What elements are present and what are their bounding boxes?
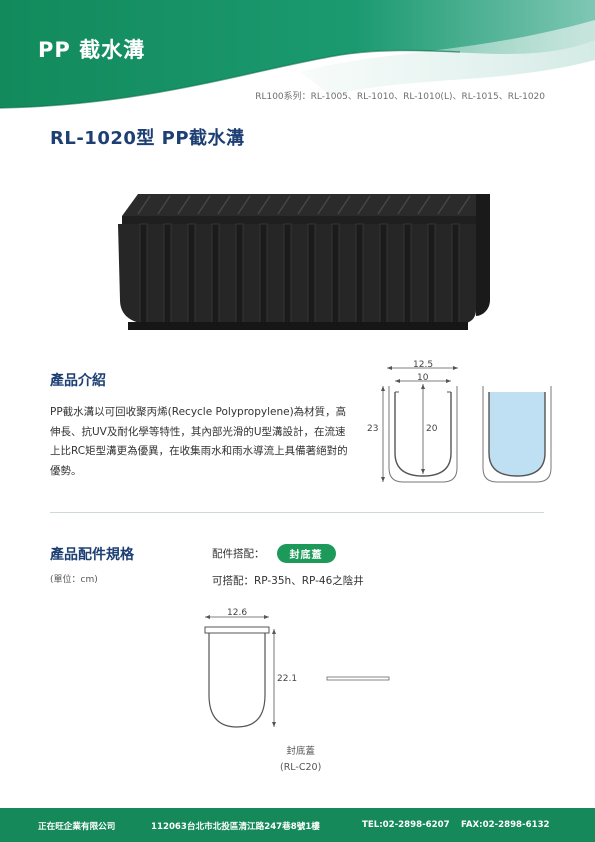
fit-badge: 封底蓋 <box>276 544 336 563</box>
product-image <box>118 194 490 330</box>
footer-company: 正在旺企業有限公司 <box>38 822 116 832</box>
spec-heading: 產品配件規格 <box>50 547 134 563</box>
cross-section-diagram: 12.5 10 23 20 <box>365 358 560 488</box>
cover-diagram: 12.6 22.1 <box>195 605 395 745</box>
footer-fax: FAX:02-2898-6132 <box>461 820 550 830</box>
footer-tel: TEL:02-2898-6207 <box>362 820 450 830</box>
cover-width: 12.6 <box>227 608 248 618</box>
unit-note: (單位：cm) <box>50 575 98 585</box>
intro-heading: 產品介紹 <box>50 373 106 389</box>
section-divider <box>50 512 544 513</box>
product-title: RL-1020型 PP截水溝 <box>50 128 245 149</box>
fit-label: 配件搭配： <box>212 548 265 560</box>
dim-inner-width: 10 <box>417 373 429 383</box>
footer-address: 112063台北市北投區清江路247巷8號1樓 <box>151 822 320 832</box>
dim-inner-height: 20 <box>426 424 438 434</box>
page-title: PP 截水溝 <box>38 38 146 62</box>
cover-name: 封底蓋 <box>286 746 315 757</box>
cover-code: (RL-C20) <box>280 762 322 773</box>
cover-height: 22.1 <box>277 674 298 684</box>
series-list: RL100系列：RL-1005、RL-1010、RL-1010(L)、RL-10… <box>255 92 545 102</box>
footer-bar: 正在旺企業有限公司 112063台北市北投區清江路247巷8號1樓 TEL:02… <box>0 808 595 842</box>
header-wave-graphic <box>0 0 595 115</box>
fit-extra: 可搭配：RP-35h、RP-46之陰井 <box>212 575 364 587</box>
header-banner: PP 截水溝 <box>0 0 595 115</box>
dim-outer-height: 23 <box>367 424 379 434</box>
cover-caption: 封底蓋 (RL-C20) <box>280 744 321 776</box>
fit-row: 配件搭配： 封底蓋 <box>212 544 336 563</box>
intro-paragraph: PP截水溝以可回收聚丙烯(Recycle Polypropylene)為材質，高… <box>50 406 348 477</box>
dim-outer-width: 12.5 <box>413 360 434 370</box>
